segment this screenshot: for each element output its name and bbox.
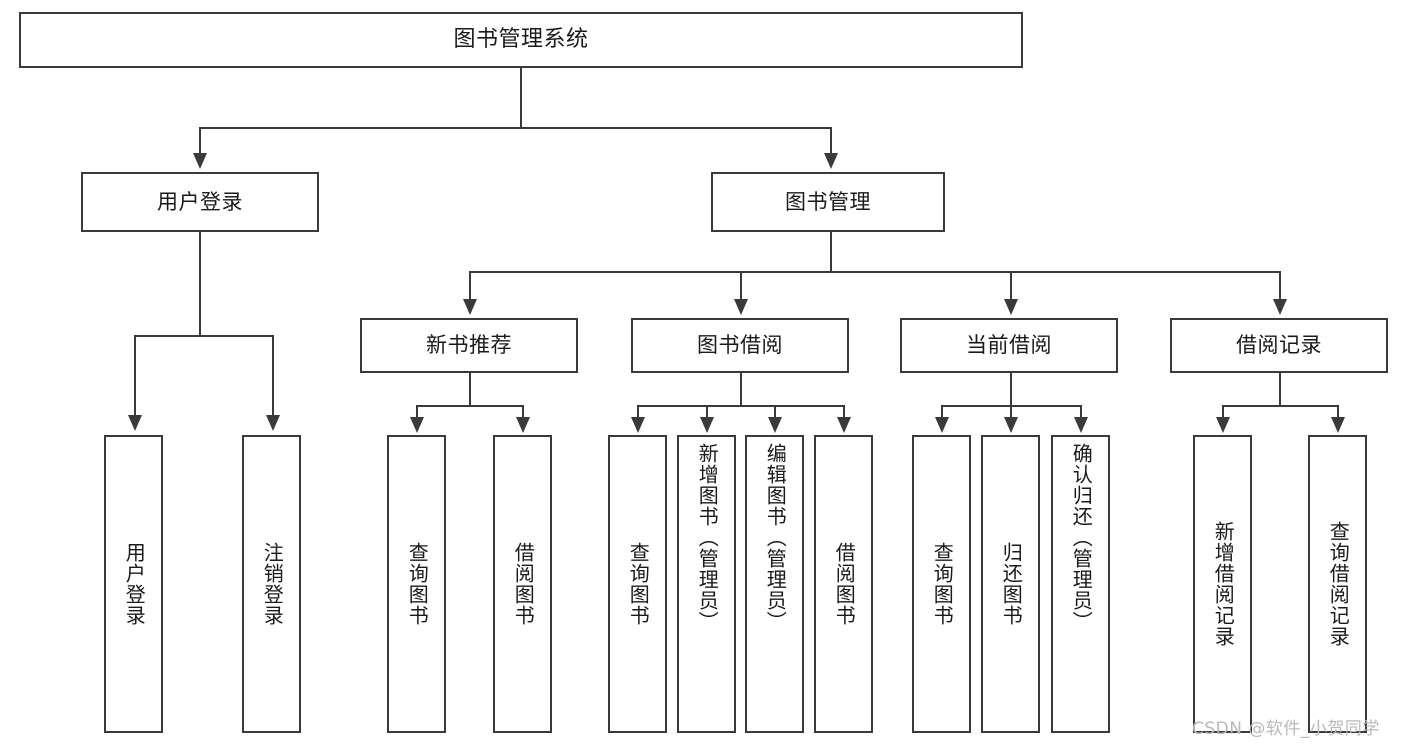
arrow-new-book-child-2 bbox=[516, 417, 530, 433]
connector-borrow-record-stem bbox=[1279, 373, 1281, 406]
leaf-label: 注销登录 bbox=[260, 542, 285, 626]
leaf-book-borrow-query[interactable]: 查询图书 bbox=[608, 435, 667, 733]
connector-current-borrow-child-2 bbox=[1010, 405, 1012, 418]
connector-book-manage-bar bbox=[469, 271, 1280, 273]
node-label: 图书管理系统 bbox=[453, 27, 589, 53]
connector-borrow-record-child-2 bbox=[1337, 405, 1339, 418]
arrow-new-book-child-1 bbox=[410, 417, 424, 433]
leaf-book-borrow-add[interactable]: 新增图书（管理员） bbox=[677, 435, 736, 733]
connector-book-manage-child-4 bbox=[1279, 271, 1281, 301]
arrow-book-borrow-child-1 bbox=[631, 417, 645, 433]
connector-new-book-bar bbox=[416, 405, 523, 407]
connector-book-manage-child-3 bbox=[1010, 271, 1012, 301]
connector-new-book-child-1 bbox=[416, 405, 418, 418]
leaf-user-login-logout[interactable]: 注销登录 bbox=[242, 435, 301, 733]
connector-book-borrow-child-2 bbox=[706, 405, 708, 418]
arrow-book-borrow-child-2 bbox=[700, 417, 714, 433]
arrow-book-borrow-child-4 bbox=[837, 417, 851, 433]
arrow-user-login-child-2 bbox=[266, 415, 280, 431]
arrow-book-manage-child-4 bbox=[1273, 299, 1287, 315]
connector-book-manage-child-2 bbox=[740, 271, 742, 301]
node-current-borrow[interactable]: 当前借阅 bbox=[900, 318, 1118, 373]
arrow-book-borrow-child-3 bbox=[768, 417, 782, 433]
node-user-login[interactable]: 用户登录 bbox=[81, 172, 319, 232]
node-book-manage[interactable]: 图书管理 bbox=[711, 172, 945, 232]
leaf-label: 查询图书 bbox=[405, 542, 430, 626]
node-label: 用户登录 bbox=[157, 189, 243, 214]
leaf-user-login-login[interactable]: 用户登录 bbox=[104, 435, 163, 733]
arrow-book-manage-child-2 bbox=[734, 299, 748, 315]
leaf-label: 查询借阅记录 bbox=[1326, 521, 1351, 647]
arrow-current-borrow-child-2 bbox=[1004, 417, 1018, 433]
node-label: 图书借阅 bbox=[697, 333, 783, 358]
connector-current-borrow-child-1 bbox=[941, 405, 943, 418]
connector-root-stem bbox=[520, 68, 522, 128]
leaf-label: 查询图书 bbox=[626, 542, 651, 626]
connector-book-borrow-child-1 bbox=[637, 405, 639, 418]
connector-book-manage-stem bbox=[830, 232, 832, 272]
connector-book-borrow-bar bbox=[637, 405, 845, 407]
connector-user-login-stem bbox=[199, 232, 201, 336]
leaf-new-book-borrow[interactable]: 借阅图书 bbox=[493, 435, 552, 733]
node-label: 借阅记录 bbox=[1236, 333, 1322, 358]
leaf-label: 借阅图书 bbox=[832, 542, 857, 626]
leaf-book-borrow-borrow[interactable]: 借阅图书 bbox=[814, 435, 873, 733]
node-borrow-record[interactable]: 借阅记录 bbox=[1170, 318, 1388, 373]
connector-borrow-record-bar bbox=[1222, 405, 1338, 407]
leaf-current-borrow-confirm[interactable]: 确认归还（管理员） bbox=[1051, 435, 1110, 733]
arrow-current-borrow-child-1 bbox=[935, 417, 949, 433]
node-label: 新书推荐 bbox=[426, 333, 512, 358]
connector-borrow-record-child-1 bbox=[1222, 405, 1224, 418]
connector-book-borrow-stem bbox=[740, 373, 742, 406]
leaf-label: 归还图书 bbox=[999, 542, 1024, 626]
connector-new-book-stem bbox=[469, 373, 471, 406]
arrow-to-book-manage bbox=[824, 153, 838, 169]
connector-user-login-bar bbox=[134, 335, 273, 337]
leaf-label: 借阅图书 bbox=[511, 542, 536, 626]
connector-book-borrow-child-3 bbox=[774, 405, 776, 418]
node-label: 图书管理 bbox=[785, 189, 871, 214]
leaf-current-borrow-return[interactable]: 归还图书 bbox=[981, 435, 1040, 733]
arrow-to-user-login bbox=[193, 153, 207, 169]
leaf-label: 用户登录 bbox=[122, 542, 147, 626]
connector-to-book-manage bbox=[830, 127, 832, 155]
csdn-watermark: CSDN @软件_小贺同学 bbox=[1192, 719, 1380, 739]
connector-user-login-child-1 bbox=[134, 335, 136, 417]
arrow-book-manage-child-1 bbox=[463, 299, 477, 315]
leaf-new-book-query[interactable]: 查询图书 bbox=[387, 435, 446, 733]
leaf-borrow-record-query[interactable]: 查询借阅记录 bbox=[1308, 435, 1367, 733]
connector-book-manage-child-1 bbox=[469, 271, 471, 301]
connector-book-borrow-child-4 bbox=[843, 405, 845, 418]
arrow-borrow-record-child-1 bbox=[1216, 417, 1230, 433]
connector-to-user-login bbox=[199, 127, 201, 155]
node-label: 当前借阅 bbox=[966, 333, 1052, 358]
arrow-borrow-record-child-2 bbox=[1331, 417, 1345, 433]
leaf-book-borrow-edit[interactable]: 编辑图书（管理员） bbox=[745, 435, 804, 733]
arrow-current-borrow-child-3 bbox=[1074, 417, 1088, 433]
leaf-label: 查询图书 bbox=[930, 542, 955, 626]
arrow-book-manage-child-3 bbox=[1004, 299, 1018, 315]
connector-user-login-child-2 bbox=[272, 335, 274, 417]
connector-root-bar bbox=[199, 127, 831, 129]
leaf-label: 新增借阅记录 bbox=[1211, 521, 1236, 647]
node-root-system[interactable]: 图书管理系统 bbox=[19, 12, 1023, 68]
leaf-label: 新增图书（管理员） bbox=[695, 443, 720, 632]
leaf-current-borrow-query[interactable]: 查询图书 bbox=[912, 435, 971, 733]
connector-current-borrow-child-3 bbox=[1080, 405, 1082, 418]
leaf-label: 确认归还（管理员） bbox=[1069, 443, 1094, 632]
connector-current-borrow-stem bbox=[1010, 373, 1012, 406]
leaf-label: 编辑图书（管理员） bbox=[763, 443, 788, 632]
node-book-borrow[interactable]: 图书借阅 bbox=[631, 318, 849, 373]
leaf-borrow-record-add[interactable]: 新增借阅记录 bbox=[1193, 435, 1252, 733]
node-new-book-recommend[interactable]: 新书推荐 bbox=[360, 318, 578, 373]
connector-new-book-child-2 bbox=[522, 405, 524, 418]
arrow-user-login-child-1 bbox=[128, 415, 142, 431]
